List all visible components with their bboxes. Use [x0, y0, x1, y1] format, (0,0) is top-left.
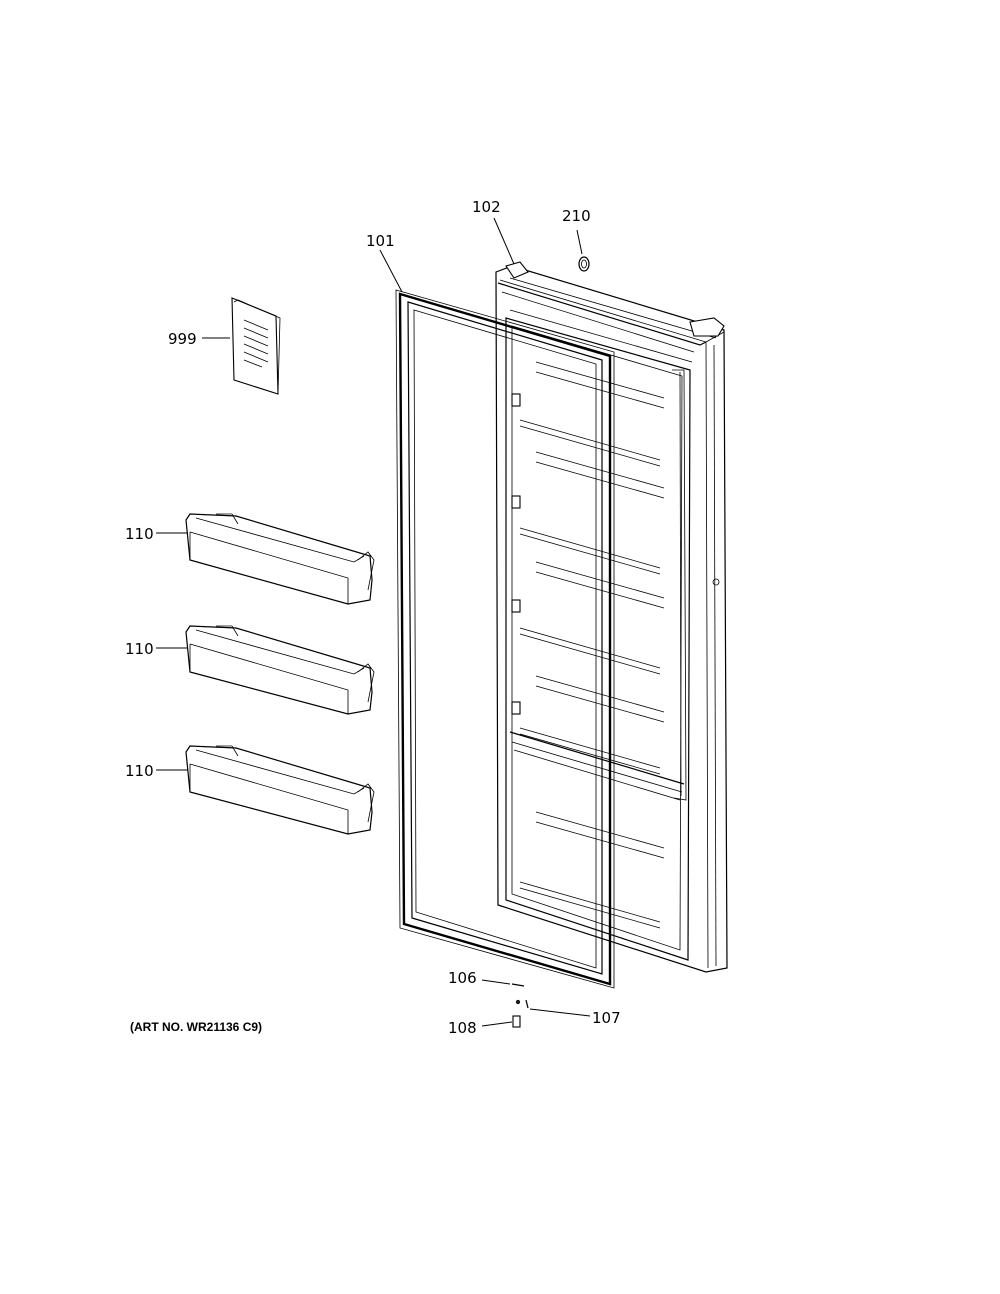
door-bin-upper[interactable]: [185, 513, 375, 605]
callout-102: 102: [472, 198, 501, 216]
callout-108: 108: [448, 1019, 477, 1037]
callout-107: 107: [592, 1009, 621, 1027]
hardware-108[interactable]: [512, 1015, 521, 1028]
callout-110-lower: 110: [125, 762, 154, 780]
door-bin-lower[interactable]: [185, 745, 375, 835]
door-bin-middle[interactable]: [185, 625, 375, 715]
callout-101: 101: [366, 232, 395, 250]
callout-110-middle: 110: [125, 640, 154, 658]
callout-106: 106: [448, 969, 477, 987]
literature-packet[interactable]: [231, 297, 281, 395]
art-number: (ART NO. WR21136 C9): [130, 1020, 262, 1034]
hardware-106[interactable]: [511, 983, 525, 987]
door-assembly[interactable]: [495, 261, 728, 973]
callout-210: 210: [562, 207, 591, 225]
door-gasket[interactable]: [395, 289, 615, 989]
callout-110-upper: 110: [125, 525, 154, 543]
o-ring-part[interactable]: [578, 256, 590, 272]
leader-lines: [156, 217, 591, 1027]
callout-999: 999: [168, 330, 197, 348]
hardware-107[interactable]: [515, 999, 529, 1009]
